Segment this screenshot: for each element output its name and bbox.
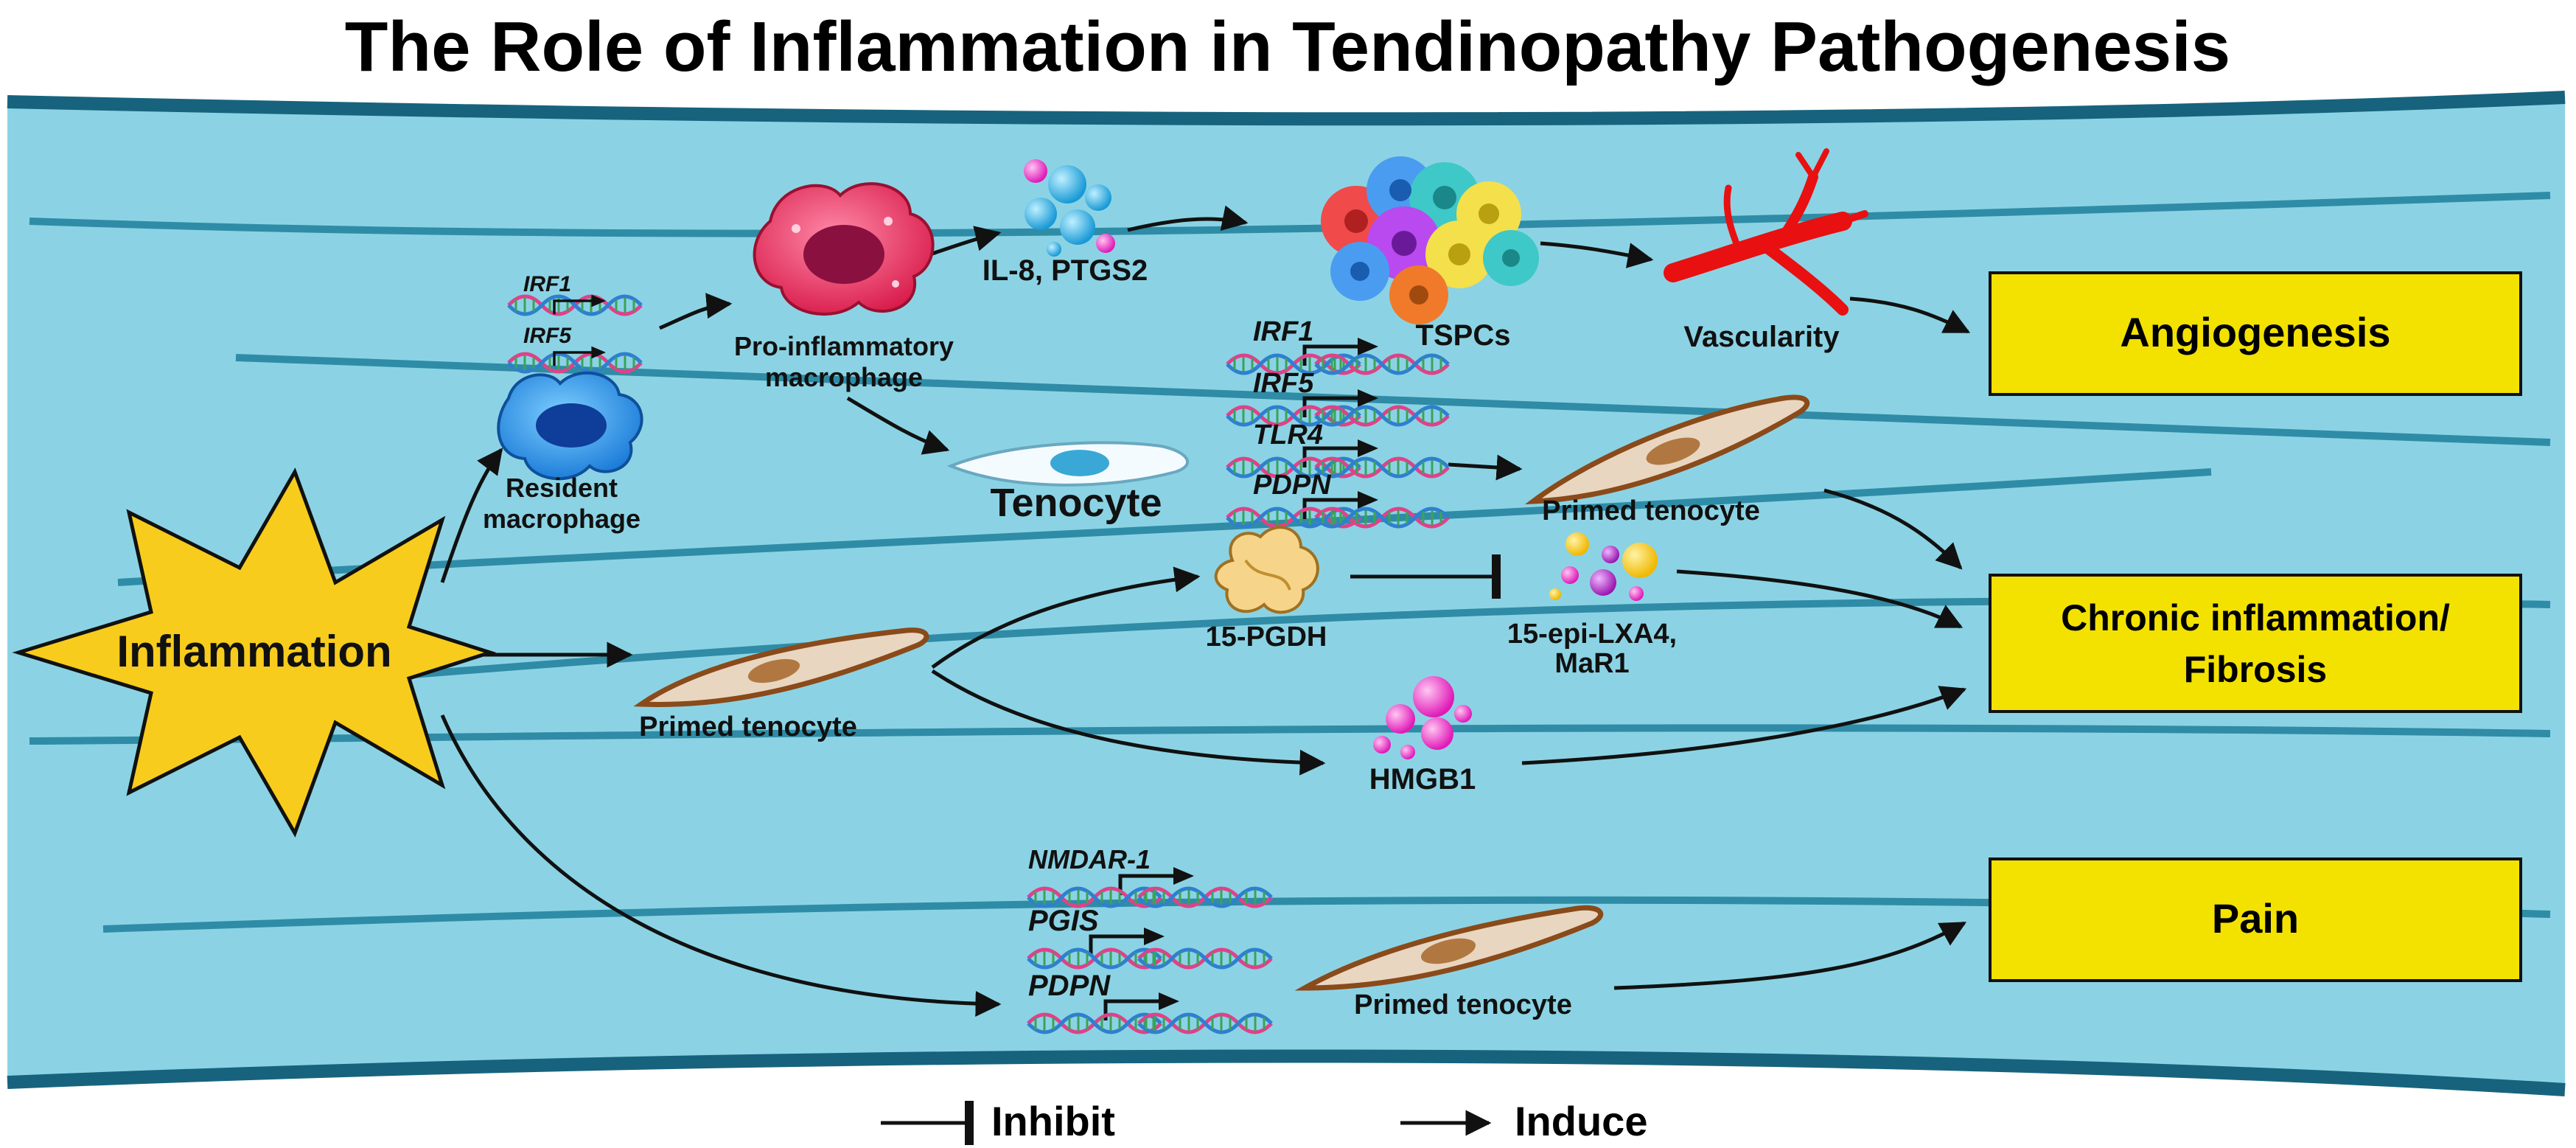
- arrow-primed-to-hmgb1: [931, 669, 1326, 776]
- lipid-label-1: 15-epi-LXA4,: [1507, 619, 1677, 650]
- outcome-chronic-inflammation: Chronic inflammation/ Fibrosis: [1989, 574, 2522, 713]
- cytokine-bubbles-icon: [1024, 159, 1115, 257]
- gene-irf5-small: IRF5: [523, 324, 572, 348]
- outcome-pain: Pain: [1989, 857, 2522, 982]
- hmgb1-label: HMGB1: [1369, 763, 1476, 796]
- legend: Inhibit Induce: [881, 1098, 1647, 1145]
- arrow-macrophage-to-il8: [929, 226, 1002, 257]
- outcome-angiogenesis: Angiogenesis: [1989, 271, 2522, 396]
- arrow-inflammation-to-resident: [440, 448, 503, 583]
- pathway-arrows: [440, 205, 1971, 1017]
- irf-small-genes: IRF1 IRF5: [509, 272, 641, 372]
- arrow-lipids-to-chronic: [1676, 569, 1964, 629]
- resident-macrophage: Resident macrophage: [483, 371, 643, 534]
- tspcs-label: TSPCs: [1416, 319, 1511, 352]
- pro-inflammatory-macrophage: Pro-inflammatory macrophage: [734, 182, 954, 392]
- hmgb1-bubbles-icon: [1373, 676, 1472, 759]
- chronic-inflammation-box: [1989, 574, 2522, 713]
- pro-inflammatory-label-2: macrophage: [765, 362, 923, 392]
- arrow-resident-to-proinflammatory: [659, 293, 733, 330]
- inflammation-burst-icon: [12, 467, 497, 838]
- primed-tenocyte-mid-label: Primed tenocyte: [639, 712, 857, 742]
- arrow-inflammation-to-pain-genes: [440, 714, 1002, 1017]
- gene-tlr4: TLR4: [1253, 420, 1323, 450]
- arrow-primed-to-pgdh: [931, 566, 1201, 669]
- inflammation-label: Inflammation: [116, 627, 391, 676]
- vascularity-label: Vascularity: [1683, 321, 1840, 353]
- lipid-label-2: MaR1: [1554, 648, 1629, 679]
- il8-ptgs2-label: IL-8, PTGS2: [982, 254, 1148, 287]
- gene-pdpn-top: PDPN: [1253, 470, 1332, 501]
- pgdh-label: 15-PGDH: [1206, 622, 1327, 653]
- lipid-mediators: 15-epi-LXA4, MaR1: [1507, 532, 1677, 679]
- angiogenesis-label: Angiogenesis: [2120, 309, 2390, 355]
- tspcs: TSPCs: [1321, 156, 1539, 352]
- primed-tenocyte-top: Primed tenocyte: [1524, 394, 1809, 526]
- primed-tenocyte-mid: Primed tenocyte: [633, 627, 929, 742]
- inflammation-node: Inflammation: [12, 467, 497, 838]
- legend-induce: Induce: [1515, 1098, 1647, 1144]
- arrow-macrophage-to-tenocyte: [846, 396, 950, 455]
- tenocyte-gene-stack: IRF1 IRF5 TLR4 PDPN: [1227, 316, 1448, 526]
- gene-irf5: IRF5: [1253, 368, 1314, 399]
- arrow-primed-to-pain: [1613, 921, 1967, 990]
- gene-pdpn-bottom: PDPN: [1028, 970, 1111, 1002]
- pro-inflammatory-label-1: Pro-inflammatory: [734, 331, 954, 361]
- lipid-bubbles-icon: [1549, 532, 1658, 601]
- gene-nmdar1: NMDAR-1: [1028, 844, 1151, 874]
- arrow-tspcs-to-vascularity: [1540, 241, 1654, 268]
- tenocyte: Tenocyte: [946, 441, 1189, 525]
- arrow-vascularity-to-angiogenesis: [1849, 296, 1971, 334]
- arrow-il8-to-tspcs: [1127, 205, 1249, 232]
- stem-cell-cluster-icon: [1321, 156, 1539, 324]
- resident-macrophage-label-1: Resident: [506, 473, 618, 503]
- angiogenesis-box: [1989, 271, 2522, 396]
- resident-macrophage-label-2: macrophage: [483, 504, 640, 534]
- arrow-hmgb1-to-chronic: [1521, 686, 1967, 765]
- pgdh: 15-PGDH: [1206, 526, 1327, 653]
- page-title: The Role of Inflammation in Tendinopathy…: [345, 7, 2230, 86]
- primed-tenocyte-bottom: Primed tenocyte: [1294, 905, 1603, 1020]
- blood-vessel-icon: [1664, 148, 1868, 316]
- arrow-primed-to-chronic: [1823, 488, 1963, 570]
- tenocyte-label: Tenocyte: [990, 481, 1162, 525]
- legend-inhibit: Inhibit: [991, 1098, 1115, 1144]
- il8-ptgs2: IL-8, PTGS2: [982, 159, 1148, 287]
- pain-label: Pain: [2212, 895, 2299, 942]
- primed-tenocyte-bottom-label: Primed tenocyte: [1354, 989, 1572, 1020]
- arrow-genes-to-primed-tenocyte: [1448, 454, 1523, 481]
- primed-tenocyte-top-label: Primed tenocyte: [1542, 495, 1760, 526]
- chronic-label-1: Chronic inflammation/: [2061, 597, 2450, 639]
- gene-irf1-small: IRF1: [523, 272, 571, 296]
- pain-gene-stack: NMDAR-1 PGIS PDPN: [1028, 844, 1271, 1032]
- hmgb1: HMGB1: [1369, 676, 1476, 796]
- vascularity: Vascularity: [1664, 148, 1868, 353]
- chronic-label-2: Fibrosis: [2184, 649, 2327, 690]
- enzyme-icon: [1214, 526, 1319, 614]
- gene-irf1: IRF1: [1253, 316, 1313, 347]
- pain-box: [1989, 857, 2522, 982]
- gene-pgis: PGIS: [1028, 905, 1099, 937]
